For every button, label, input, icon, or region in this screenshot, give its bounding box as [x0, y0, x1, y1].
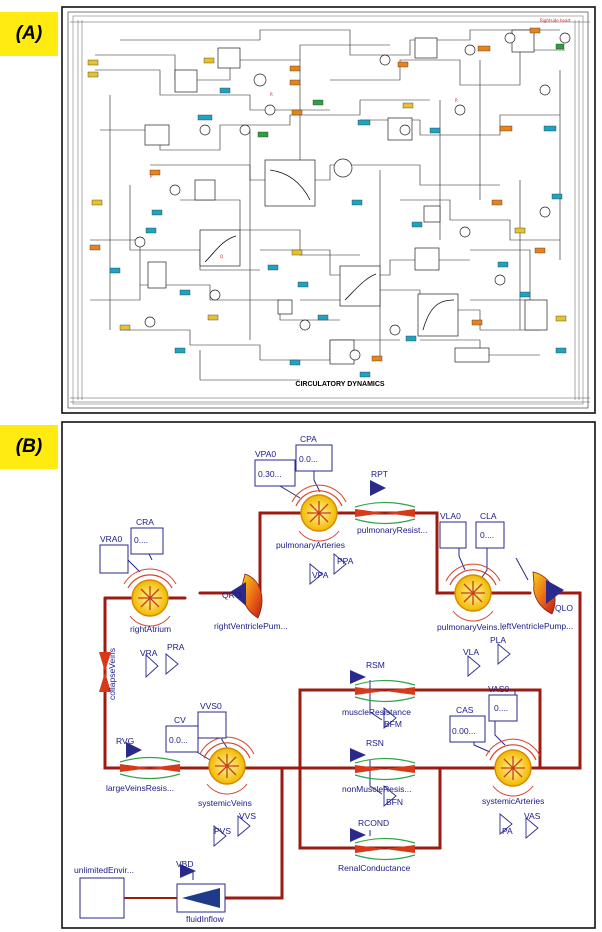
vla0-box	[439, 521, 467, 549]
pulmonary-resistance-icon	[354, 480, 416, 525]
label-muscle-resistance: muscleResistance	[342, 707, 411, 717]
value-vas0: 0....	[494, 703, 508, 713]
value-cv: 0.0...	[169, 735, 188, 745]
label-collapse-veins: collapseVeins	[107, 648, 117, 700]
vas0-box	[488, 694, 518, 722]
collapse-veins-valve-icon	[99, 652, 111, 692]
cla-box	[475, 521, 505, 549]
label-fluid-inflow: fluidInflow	[186, 914, 225, 924]
label-pla: PLA	[490, 635, 506, 645]
value-cas: 0.00...	[452, 726, 476, 736]
pump-pulmonary-arteries	[291, 484, 347, 542]
value-cpa: 0.0...	[299, 454, 318, 464]
label-vvs: VVS	[239, 811, 256, 821]
label-vra0: VRA0	[100, 534, 122, 544]
fluid-inflow-icon	[176, 864, 226, 913]
panel-a-caption: CIRCULATORY DYNAMICS	[295, 381, 385, 388]
label-qro: QRO	[222, 590, 242, 600]
panel-b-tag: (B)	[0, 425, 58, 469]
label-pulmonary-veins: pulmonaryVeins...	[437, 622, 505, 632]
label-vvs0: VVS0	[200, 701, 222, 711]
label-cra: CRA	[136, 517, 154, 527]
pump-systemic-arteries	[485, 738, 541, 797]
label-rsn: RSN	[366, 738, 384, 748]
label-right-ventricle-pump: rightVentriclePum...	[214, 621, 288, 631]
svg-text:Rightside heart: Rightside heart	[540, 18, 571, 23]
label-large-veins-resistance: largeVeinsResis...	[106, 783, 174, 793]
label-nonmuscle-resistance: nonMuscleResis...	[342, 784, 411, 794]
muscle-resistance-icon	[350, 670, 416, 703]
panel-a-diagram: Rightside heart P Q R R CIRCULATORY DYNAMI…	[61, 6, 596, 414]
pump-pulmonary-veins	[445, 563, 501, 622]
svg-text:R: R	[270, 92, 273, 97]
value-cla: 0....	[480, 530, 494, 540]
value-cra: 0....	[134, 535, 148, 545]
cv-box	[165, 725, 199, 753]
label-ppa: PPA	[337, 556, 354, 566]
label-pulmonary-arteries: pulmonaryArteries	[276, 540, 345, 550]
right-ventricle-pump-icon	[230, 573, 263, 619]
label-bfn: BFN	[386, 797, 403, 807]
value-vpa0: 0.30...	[258, 469, 282, 479]
label-vas0: VAS0	[488, 684, 509, 694]
label-bfm: BFM	[384, 719, 402, 729]
label-unlimited-environment: unlimitedEnvir...	[74, 865, 134, 875]
renal-conductance-icon	[350, 828, 416, 861]
svg-text:Q: Q	[220, 254, 223, 259]
label-rvg: RVG	[116, 736, 134, 746]
label-systemic-arteries: systemicArteries	[482, 796, 544, 806]
vvs0-box	[197, 711, 227, 739]
nonmuscle-resistance-icon	[350, 748, 416, 781]
label-left-ventricle-pump: leftVentriclePump...	[500, 621, 573, 631]
label-rpt: RPT	[371, 469, 388, 479]
vpa0-box	[254, 459, 296, 487]
label-vas: VAS	[524, 811, 541, 821]
cas-box	[449, 715, 486, 743]
cpa-box	[295, 444, 333, 472]
label-qlo: QLO	[555, 603, 573, 613]
label-cla: CLA	[480, 511, 497, 521]
panel-a-tag: (A)	[0, 12, 58, 56]
label-cas: CAS	[456, 705, 474, 715]
label-cv: CV	[174, 715, 186, 725]
label-rcond: RCOND	[358, 818, 389, 828]
large-veins-resistance-icon	[119, 742, 181, 780]
label-pra: PRA	[167, 642, 185, 652]
label-pvs: PVS	[214, 826, 231, 836]
label-cpa: CPA	[300, 434, 317, 444]
left-ventricle-pump-icon	[532, 571, 564, 615]
svg-text:P: P	[150, 174, 153, 179]
label-pulmonary-resistance: pulmonaryResist...	[357, 525, 427, 535]
label-vla0: VLA0	[440, 511, 461, 521]
label-pa: PA	[502, 826, 513, 836]
label-vbd: VBD	[176, 859, 193, 869]
label-vpa0: VPA0	[255, 449, 276, 459]
label-vla: VLA	[463, 647, 479, 657]
label-renal-conductance: RenalConductance	[338, 863, 411, 873]
pump-right-atrium	[123, 568, 177, 627]
unlimited-environment-box	[79, 877, 125, 919]
label-vra: VRA	[140, 648, 158, 658]
label-rsm: RSM	[366, 660, 385, 670]
label-right-atrium: rightAtrium	[130, 624, 171, 634]
pump-systemic-veins	[199, 736, 255, 795]
vra0-box	[99, 544, 129, 574]
label-systemic-veins: systemicVeins	[198, 798, 252, 808]
svg-text:R: R	[455, 98, 458, 103]
cra-box	[130, 527, 164, 555]
label-vpa: VPA	[312, 570, 329, 580]
